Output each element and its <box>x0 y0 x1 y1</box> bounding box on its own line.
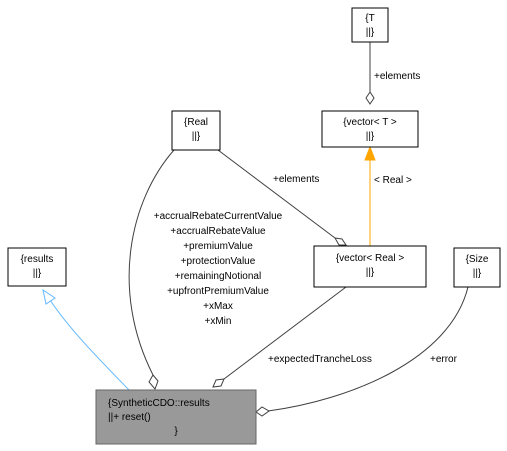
node-synthetic-cdo-results[interactable]: {SyntheticCDO::results ||+ reset() } <box>95 389 257 445</box>
edge-label-expected-tranche-loss: +expectedTrancheLoss <box>268 354 372 365</box>
member-label: +remainingNotional <box>175 271 261 282</box>
node-t-line-1: {T <box>365 13 374 24</box>
node-vector-real-line-1: {vector< Real > <box>336 253 405 264</box>
edge-label-error: +error <box>430 354 458 365</box>
member-label: +protectionValue <box>181 256 256 267</box>
node-t[interactable]: {T ||} <box>351 7 389 43</box>
edge-template-instantiation: < Real > <box>364 145 412 246</box>
inheritance-arrow-icon <box>42 288 56 305</box>
node-real-line-1: {Real <box>184 117 208 128</box>
edge-label-elements-t: +elements <box>374 71 420 82</box>
aggregation-diamond-icon <box>334 237 347 246</box>
aggregation-diamond-icon <box>255 406 270 417</box>
aggregation-diamond-icon <box>148 374 159 390</box>
edge-label-real-template: < Real > <box>374 175 412 186</box>
edge-t-vector: +elements <box>365 42 420 105</box>
node-vector-t-line-2: ||} <box>366 131 375 142</box>
edge-real-vector-real: +elements <box>217 149 347 246</box>
member-label: +premiumValue <box>183 241 253 252</box>
template-arrow-icon <box>364 145 376 161</box>
member-label: +accrualRebateCurrentValue <box>154 211 283 222</box>
member-label: +xMax <box>203 301 233 312</box>
edge-label-elements-real: +elements <box>273 174 319 185</box>
node-size-line-2: ||} <box>473 268 482 279</box>
edge-labels-real-members: +accrualRebateCurrentValue +accrualRebat… <box>154 211 283 327</box>
node-vector-real-line-2: ||} <box>366 267 375 278</box>
aggregation-diamond-icon <box>212 378 225 388</box>
member-label: +upfrontPremiumValue <box>167 286 269 297</box>
edge-vector-real-synthetic: +expectedTrancheLoss <box>212 286 372 388</box>
node-real-line-2: ||} <box>192 131 201 142</box>
node-synthetic-line-2: ||+ reset() <box>108 412 151 423</box>
node-vector-real[interactable]: {vector< Real > ||} <box>313 245 427 288</box>
node-t-line-2: ||} <box>366 27 375 38</box>
node-real[interactable]: {Real ||} <box>171 110 221 151</box>
member-label: +accrualRebateValue <box>170 226 266 237</box>
node-results-line-2: ||} <box>33 268 42 279</box>
edge-real-synthetic: +accrualRebateCurrentValue +accrualRebat… <box>128 149 283 390</box>
node-vector-t[interactable]: {vector< T > ||} <box>321 110 419 148</box>
node-results[interactable]: {results ||} <box>7 247 67 287</box>
node-synthetic-line-1: {SyntheticCDO::results <box>108 398 210 409</box>
aggregation-diamond-icon <box>365 91 375 105</box>
node-results-line-1: {results <box>21 254 54 265</box>
node-synthetic-line-3: } <box>174 426 178 437</box>
member-label: +xMin <box>205 316 232 327</box>
node-size[interactable]: {Size ||} <box>453 247 501 288</box>
edge-inheritance <box>42 288 130 391</box>
edge-size-synthetic: +error <box>255 286 469 417</box>
node-vector-t-line-1: {vector< T > <box>343 117 397 128</box>
node-size-line-1: {Size <box>466 254 489 265</box>
